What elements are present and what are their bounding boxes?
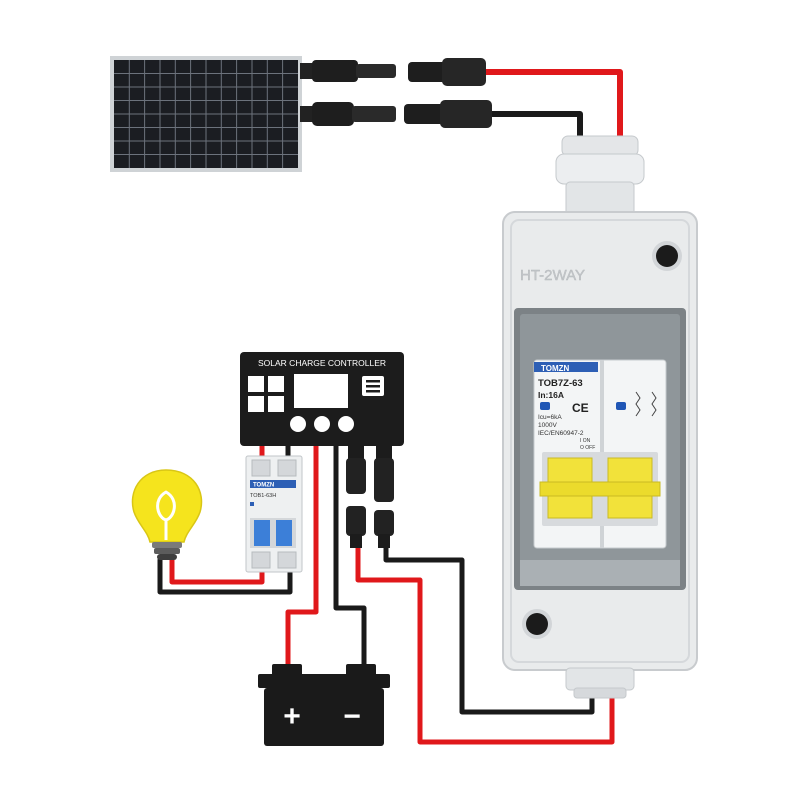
small-breaker-model: TOB1-63H [250,493,276,499]
small-breaker-handle-left [254,520,270,546]
breaker-brand: TOMZN [541,364,570,373]
battery-positive-sign: + [283,700,301,733]
breaker-ce: CE [572,401,589,415]
enclosure-negative-wire [383,545,595,715]
controller-title: SOLAR CHARGE CONTROLLER [258,358,386,368]
controller-button-2 [314,416,330,432]
enclosure-label: HT-2WAY [520,267,585,284]
breaker-state-on: I ON [580,438,591,444]
battery-icon: + − [258,664,390,746]
breaker-indicator [540,402,550,410]
mc4-connector-icon [300,58,492,128]
panel-positive-wire [483,69,623,143]
charge-controller-icon: SOLAR CHARGE CONTROLLER [240,352,404,446]
enclosure-positive-wire [355,545,615,745]
battery-negative-sign: − [343,700,361,733]
controller-button-1 [290,416,306,432]
battery-positive-wire [285,443,319,671]
breaker-icon: TOMZN TOB7Z-63 In:16A CE Icu=6kA 1000V I… [533,359,667,549]
controller-button-3 [338,416,354,432]
light-bulb-icon [131,469,203,560]
small-breaker-handle-right [276,520,292,546]
controller-display [294,374,348,408]
battery-negative-wire [333,443,367,671]
small-breaker-brand: TOMZN [253,483,274,489]
breaker-indicator-2 [616,402,626,410]
bulb-positive-wire [169,557,265,585]
breaker-rating: In:16A [538,390,564,400]
mc4-vertical-connectors [346,446,394,548]
breaker-state-off: O OFF [580,445,595,451]
bulb-negative-wire [157,557,293,595]
breaker-standard: IEC/EN60947-2 [538,430,584,437]
breaker-model: TOB7Z-63 [538,378,583,389]
breaker-voltage: 1000V [538,422,557,429]
small-breaker-icon: TOMZN TOB1-63H [245,455,303,573]
panel-negative-wire [489,111,583,143]
breaker-icu: Icu=6kA [538,414,562,421]
solar-panel-icon [110,56,302,172]
